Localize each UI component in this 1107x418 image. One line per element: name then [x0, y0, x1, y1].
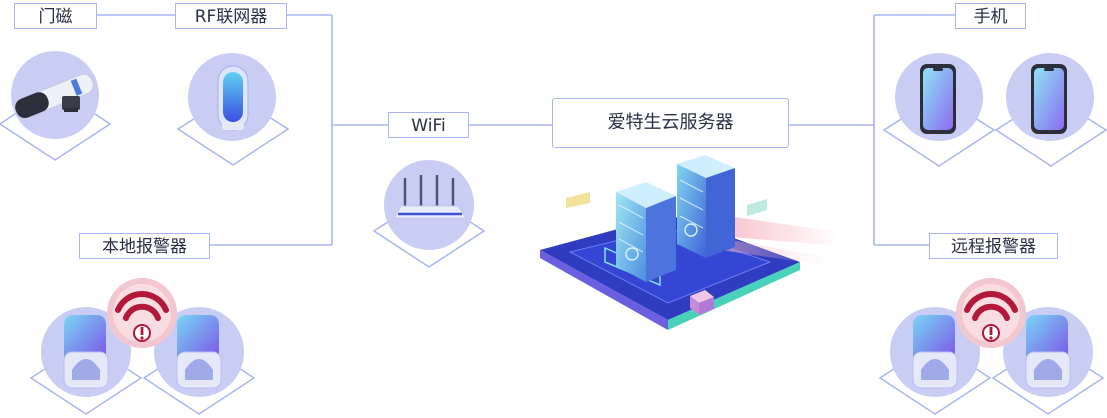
local-alarm-device-1 [29, 307, 143, 415]
rf-gateway-label: RF联网器 [175, 3, 287, 29]
phone-device-1 [882, 53, 996, 167]
cloud-server-label: 爱特生云服务器 [552, 98, 789, 148]
cloud-server-illustration [540, 155, 840, 330]
wifi-router-device [372, 160, 486, 268]
phone-label: 手机 [955, 3, 1026, 29]
wifi-label: WiFi [388, 112, 469, 138]
remote-alarm-device-1 [878, 307, 992, 415]
local-alarm-device-2 [142, 307, 256, 415]
rf-gateway-device [176, 53, 290, 166]
remote-alarm-label: 远程报警器 [929, 233, 1058, 259]
alarm-signal-icon-left [107, 278, 177, 348]
phone-device-2 [994, 53, 1107, 167]
door-sensor-device [0, 51, 112, 161]
local-alarm-label: 本地报警器 [79, 233, 210, 259]
remote-alarm-device-2 [991, 307, 1105, 415]
door-sensor-label: 门磁 [14, 3, 97, 29]
alarm-signal-icon-right [956, 278, 1026, 348]
